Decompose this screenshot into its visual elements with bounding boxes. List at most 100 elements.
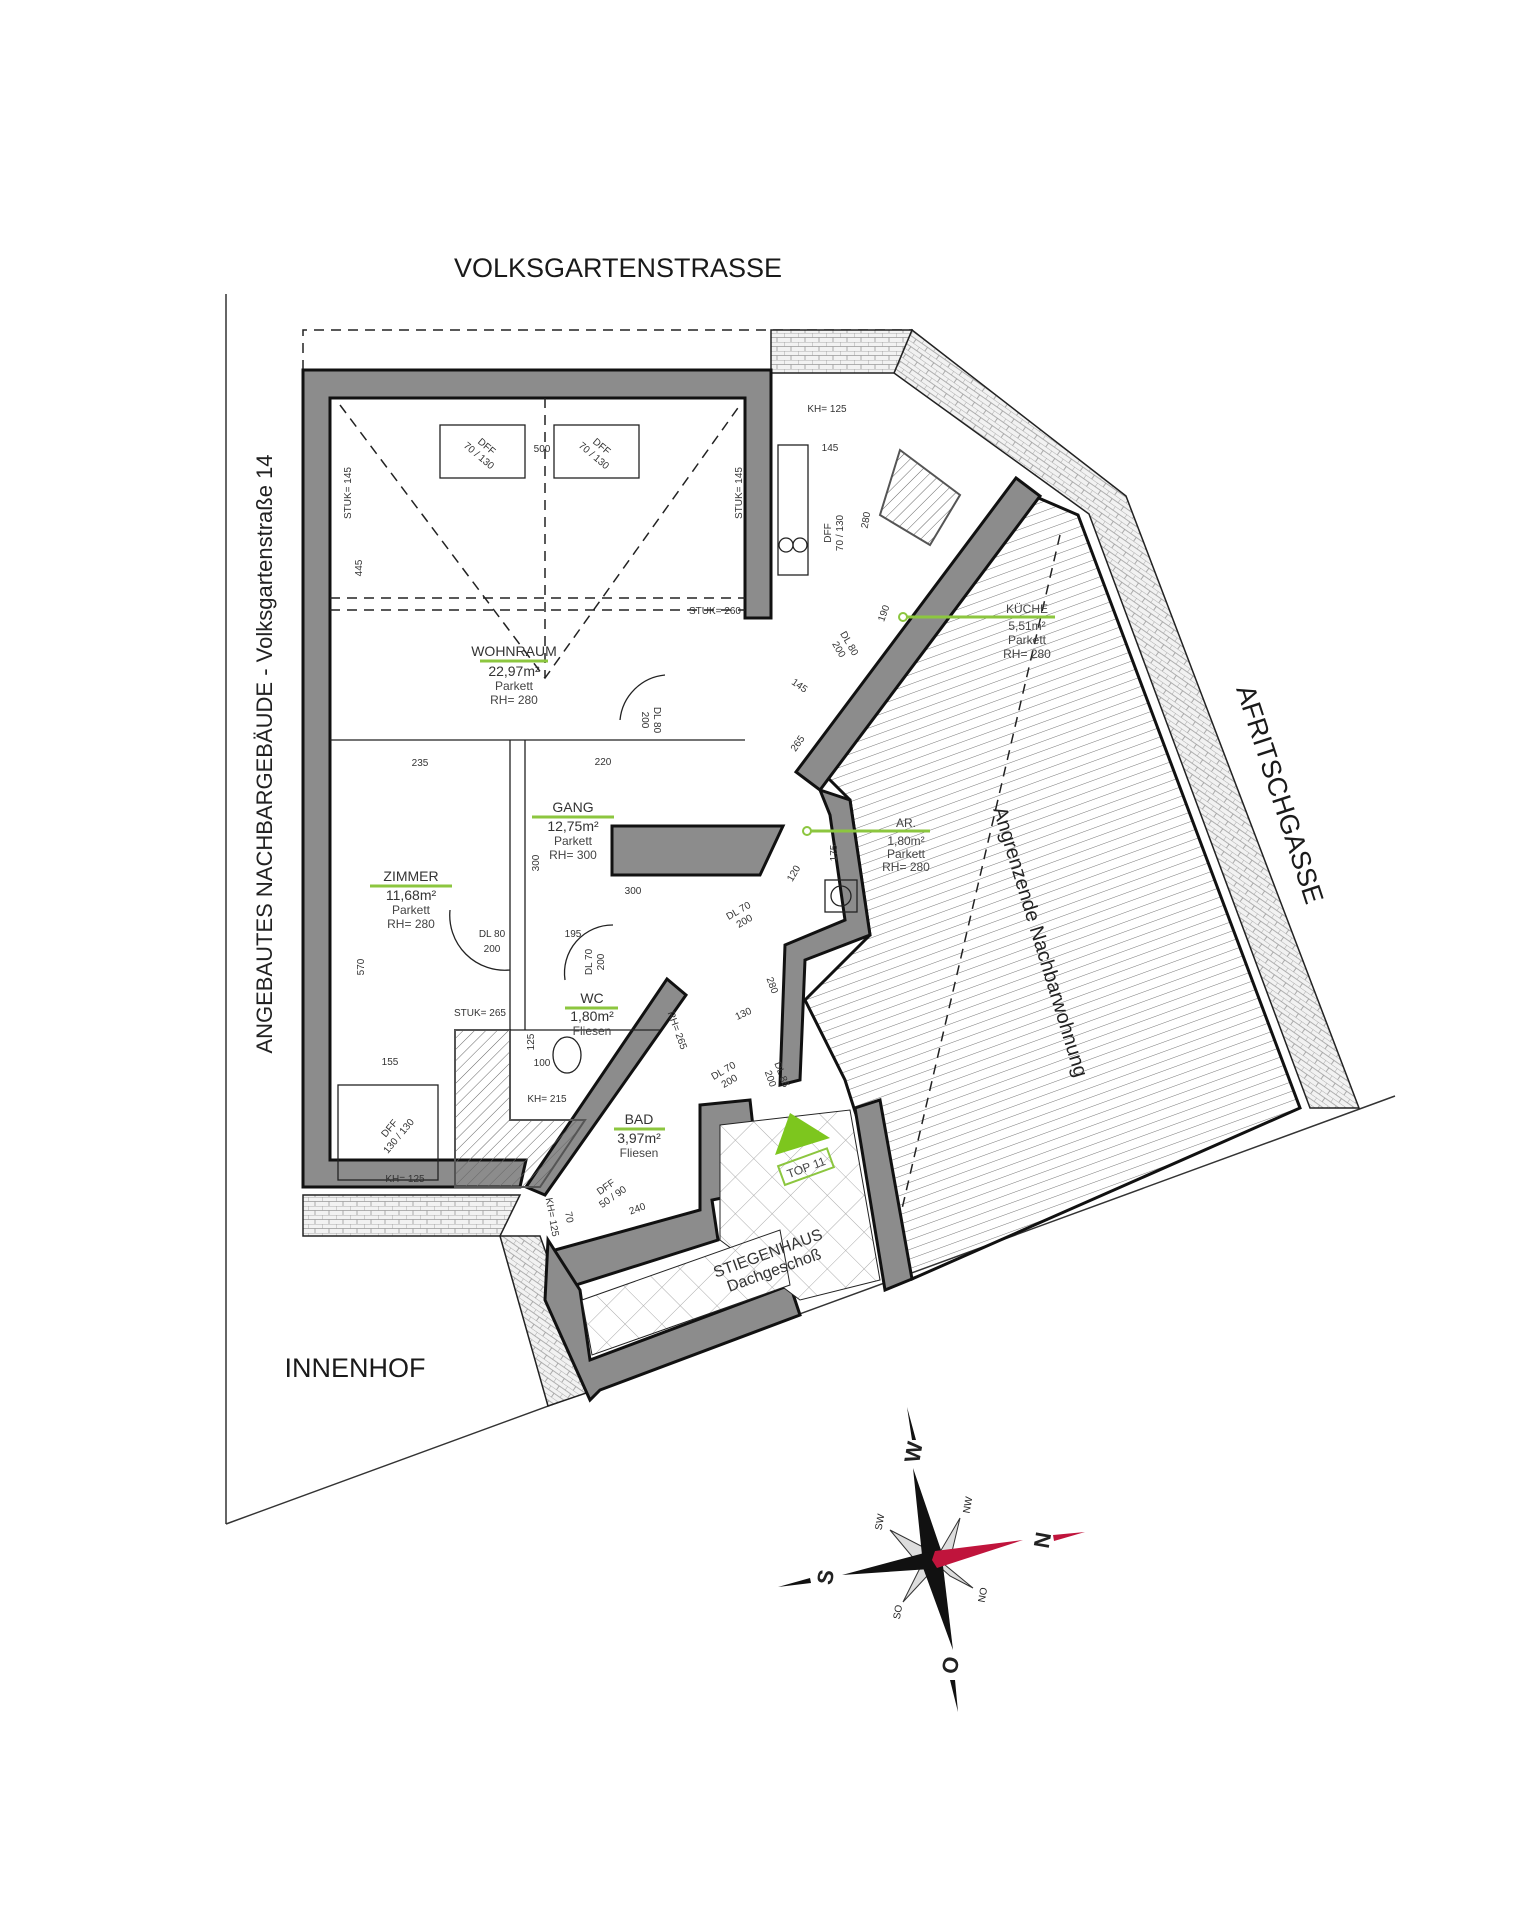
room-floor: Fliesen [573,1024,612,1038]
wall-storage [778,787,872,1087]
dim-label: 240 [628,1201,648,1217]
room-floor: Parkett [554,834,593,848]
dim-label: 195 [565,929,582,940]
kitchen-counter [777,444,809,576]
brick-strip-top [770,329,914,374]
dim-label: 125 [526,1033,537,1050]
room-area: 1,80m² [570,1008,614,1024]
dim-label: STUK= 265 [454,1008,506,1019]
compass-label-no: NO [977,1587,990,1604]
room-height: RH= 300 [549,848,597,862]
room-zimmer: ZIMMER 11,68m² Parkett RH= 280 [370,868,452,931]
dimension-labels: 500 STUK= 145 445 STUK= 145 STUK= 260 DF… [343,404,893,1238]
door-swing-zimmer [449,909,511,971]
wall-stairwell-right [853,1098,914,1293]
dim-label: KH= 215 [527,1094,567,1105]
room-floor: Parkett [1008,633,1047,647]
dim-label: 145 [789,677,809,696]
room-kueche: KÜCHE 5,51m² Parkett RH= 280 [898,602,1055,661]
stove-burner-icon [778,537,794,553]
dim-label: STUK= 260 [689,606,741,617]
stove-burner-icon [792,537,808,553]
compass-label-so: SO [892,1604,905,1620]
dim-label: 300 [625,886,642,897]
dim-label: DL 80 [651,707,662,734]
dim-label: 155 [382,1057,399,1068]
roof-window-2 [553,424,640,479]
compass-o-tip-icon [950,1680,958,1712]
room-area: 22,97m² [488,663,540,679]
room-area: 3,97m² [617,1130,661,1146]
dim-label: 145 [822,443,839,454]
compass-n-arm [932,1540,1023,1568]
dim-label: 200 [639,712,650,729]
dim-label: 120 [785,863,803,883]
room-floor: Parkett [392,903,431,917]
interior-partitions [330,739,745,1031]
dim-label: 265 [789,734,808,754]
shaft-kitchen [878,448,962,547]
room-area: 12,75m² [547,818,599,834]
room-floor: Parkett [495,679,534,693]
compass-w-arm [913,1468,942,1560]
room-name: WOHNRAUM [471,643,557,659]
dim-label: 70 [562,1211,575,1224]
room-wohnraum: WOHNRAUM 22,97m² Parkett RH= 280 [471,643,557,707]
dim-label: 300 [531,854,542,871]
compass-o-arm [922,1560,953,1650]
room-name: GANG [552,799,593,815]
room-name: AR. [896,816,916,830]
dim-label: 200 [484,944,501,955]
boiler-circle-icon [830,885,852,907]
room-bad: BAD 3,97m² Fliesen [614,1111,665,1160]
roof-window-zimmer [337,1084,439,1181]
compass-rose: W O S N NW SW SO NO [778,1407,1085,1712]
door-swing-wc [563,924,614,981]
dim-label: 280 [860,511,874,530]
compass-label-nw: NW [962,1495,976,1514]
roof-window-1 [439,424,526,479]
wall-stairwell [543,1235,802,1403]
room-height: RH= 280 [387,917,435,931]
dim-label: 130 [734,1006,754,1023]
compass-label-sw: SW [874,1513,888,1531]
compass-s-arm [842,1552,932,1575]
room-ar: AR. 1,80m² Parkett RH= 280 [802,816,930,874]
wall-gang-block [610,824,786,877]
dim-label: DFF [823,523,834,542]
compass-label-s: S [812,1568,839,1587]
neighbor-building-label: ANGEBAUTES NACHBARGEBÄUDE - Volksgartens… [252,454,277,1053]
dim-label: DL 70 [584,948,595,975]
dim-label: 200 [596,953,607,970]
brick-strip-bottom [302,1194,522,1237]
dim-label: 445 [354,559,365,576]
dim-label: STUK= 145 [734,467,745,519]
compass-label-o: O [937,1654,965,1675]
stair-flight [581,1229,791,1356]
exterior-wall-main [301,368,773,1189]
roof-outline [302,329,912,370]
entrance-triangle-icon [775,1113,830,1155]
room-name: BAD [625,1111,654,1127]
dim-label: STUK= 145 [343,467,354,519]
site-boundary-diagonal [225,1095,1396,1525]
dim-label: KH= 125 [385,1174,425,1185]
street-label-top: VOLKSGARTENSTRASSE [454,253,782,283]
room-name: ZIMMER [383,868,438,884]
toilet-icon [552,1036,582,1074]
dim-label: 500 [534,444,551,455]
compass-s-tip-icon [778,1578,811,1587]
room-height: RH= 280 [1003,647,1051,661]
dim-label: 70 / 130 [835,514,846,551]
dim-label: 280 [764,976,780,996]
dim-label: 100 [534,1058,551,1069]
room-gang: GANG 12,75m² Parkett RH= 300 [532,799,614,862]
compass-label-w: W [899,1439,927,1464]
room-area: 5,51m² [1008,619,1045,633]
room-wc: WC 1,80m² Fliesen [565,990,618,1038]
dim-label: 235 [412,758,429,769]
dim-label: KH= 125 [543,1197,561,1238]
door-swing-wohnraum [619,674,666,721]
room-floor: Fliesen [620,1146,659,1160]
